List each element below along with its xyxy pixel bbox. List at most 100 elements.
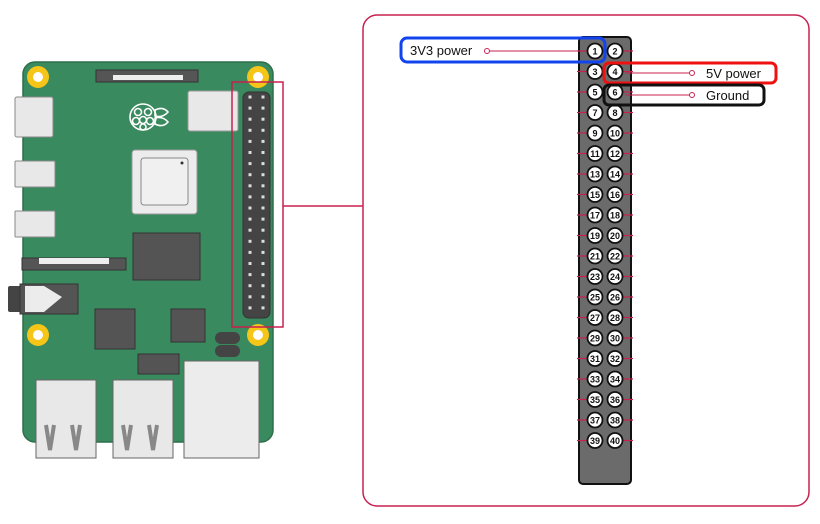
mount-hole-center <box>253 72 263 82</box>
pin-number: 8 <box>612 108 617 118</box>
gpio-pin-29 <box>586 329 604 347</box>
callout-label-3v3: 3V3 power <box>410 43 473 58</box>
gpio-pin-2 <box>606 42 624 60</box>
pin-number: 2 <box>612 47 617 57</box>
ram-chip <box>132 232 201 281</box>
pin-number: 25 <box>590 293 600 303</box>
gpio-pin-13 <box>586 165 604 183</box>
connector-latch <box>39 258 109 264</box>
board-header-pin <box>248 250 252 254</box>
pin-number: 14 <box>610 170 620 180</box>
pin-number: 26 <box>610 293 620 303</box>
soc-marker <box>180 161 184 165</box>
board-header-pin <box>261 239 265 243</box>
pin-number: 33 <box>590 375 600 385</box>
board-header-pin <box>248 184 252 188</box>
pin-number: 31 <box>590 354 600 364</box>
pin-number: 11 <box>590 149 600 159</box>
board-header-pin <box>261 139 265 143</box>
pin-number: 20 <box>610 231 620 241</box>
pin-number: 22 <box>610 252 620 262</box>
pin-number: 13 <box>590 170 600 180</box>
board-header-pin <box>261 128 265 132</box>
pin-number: 35 <box>590 395 600 405</box>
power-chip <box>170 308 206 343</box>
gpio-pin-20 <box>606 227 624 244</box>
callout-box-5v <box>602 61 778 85</box>
pin-number: 36 <box>610 395 620 405</box>
pin-number: 34 <box>610 375 620 385</box>
gpio-pin-39 <box>586 432 604 449</box>
board-header-pin <box>261 306 265 310</box>
pin-number: 6 <box>612 88 617 98</box>
gpio-pin-19 <box>586 227 604 244</box>
board-header-pin <box>261 262 265 265</box>
board-header-pin <box>261 162 265 166</box>
gpio-pin-25 <box>586 288 604 306</box>
board-header-pin <box>248 239 252 243</box>
board-header-pin <box>261 106 265 110</box>
board-header-body <box>242 91 271 319</box>
gpio-pin-18 <box>606 206 624 224</box>
gpio-pin-34 <box>606 370 624 388</box>
board-header-pin <box>248 106 252 110</box>
pin-number: 32 <box>610 354 620 364</box>
pin-number: 15 <box>590 190 600 200</box>
board-header-pin <box>248 173 252 177</box>
usb-c-port <box>14 96 54 138</box>
gpio-pin-38 <box>606 411 624 429</box>
callout-5v-power: 5V power <box>602 61 778 85</box>
pin-number: 1 <box>592 47 597 57</box>
mount-hole-center <box>33 72 43 82</box>
callout-3v3-power: 3V3 power <box>399 36 607 64</box>
board-header-pin <box>261 295 265 299</box>
pin-number: 23 <box>590 272 600 282</box>
board-header-pin <box>248 162 252 166</box>
gpio-pin-1 <box>586 42 604 60</box>
pin-number: 37 <box>590 416 600 426</box>
pin-number: 10 <box>610 129 620 139</box>
pin-number: 12 <box>610 149 620 159</box>
pin-number: 3 <box>592 67 597 77</box>
board-gpio-header <box>242 91 271 319</box>
gpio-pin-21 <box>586 247 604 265</box>
gpio-pin-33 <box>586 370 604 388</box>
board-header-pin <box>248 262 252 265</box>
board-header-pin <box>261 206 265 210</box>
board-header-pin <box>248 95 252 99</box>
pin-number: 9 <box>592 129 597 139</box>
board-header-pin <box>261 284 265 288</box>
pin-number: 17 <box>590 211 600 221</box>
callout-box-ground <box>602 83 766 107</box>
gpio-pin-32 <box>606 350 624 367</box>
hdmi-port-0 <box>14 160 56 188</box>
pin-number: 5 <box>592 88 597 98</box>
board-header-pin <box>261 217 265 221</box>
pin-number: 7 <box>592 108 597 118</box>
gpio-pin-15 <box>586 186 604 203</box>
board-header-pin <box>248 128 252 132</box>
callout-label-ground: Ground <box>706 88 749 103</box>
callout-ground: Ground <box>602 83 766 107</box>
gpio-pin-31 <box>586 350 604 367</box>
callout-box-3v3 <box>399 36 607 64</box>
board-header-pin <box>248 284 252 288</box>
pin-number: 18 <box>610 211 620 221</box>
board-header-pin <box>248 139 252 143</box>
usb-port-glyph <box>44 424 82 451</box>
usb-port-glyph <box>121 424 159 451</box>
gpio-pin-9 <box>586 124 604 142</box>
pin-number: 39 <box>590 436 600 446</box>
board-header-pin <box>261 173 265 177</box>
gpio-pin-16 <box>606 186 624 203</box>
gpio-pin-35 <box>586 391 604 408</box>
gpio-pin-27 <box>586 309 604 326</box>
gpio-pin-28 <box>606 309 624 326</box>
wireless-chip <box>187 90 239 132</box>
board-header-pin <box>261 95 265 99</box>
connector-latch <box>113 75 183 80</box>
ethernet-chip <box>137 353 180 375</box>
gpio-pin-26 <box>606 288 624 306</box>
board-header-pin <box>248 273 252 277</box>
raspberry-pi-board <box>8 61 284 459</box>
